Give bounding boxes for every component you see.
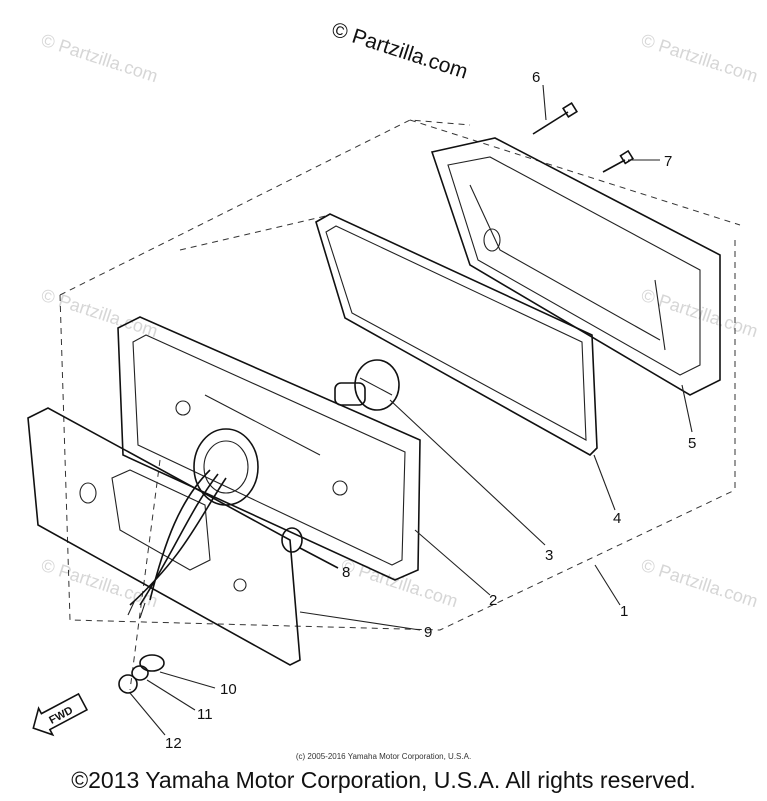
base-housing	[117, 316, 421, 581]
lens-gasket	[315, 213, 598, 456]
callout-12: 12	[165, 735, 182, 752]
callout-11: 11	[197, 706, 213, 723]
watermark: © Partzilla.com	[639, 555, 761, 612]
callout-4: 4	[613, 510, 621, 527]
watermark: © Partzilla.com	[39, 285, 161, 342]
callout-8: 8	[342, 564, 350, 581]
assembly-outline	[59, 119, 741, 691]
callout-7: 7	[664, 153, 672, 170]
callout-numbers: 6 7 5 4 3 2 1 8 9 10 11 12	[165, 69, 696, 752]
callout-5: 5	[688, 435, 696, 452]
callout-9: 9	[424, 624, 432, 641]
fwd-arrow: FWD	[32, 692, 89, 737]
leader-lines	[129, 84, 693, 736]
grommet	[281, 527, 339, 569]
nut-washers	[118, 654, 165, 694]
watermark: © Partzilla.com	[39, 30, 161, 87]
lens-housing	[430, 137, 721, 396]
wiring-harness	[127, 469, 227, 619]
footer-copyright: ©2013 Yamaha Motor Corporation, U.S.A. A…	[71, 767, 696, 793]
screws-top	[532, 102, 634, 173]
callout-3: 3	[545, 547, 553, 564]
bracket-plate	[27, 407, 301, 666]
small-credit: (c) 2005-2016 Yamaha Motor Corporation, …	[295, 752, 472, 761]
callout-6: 6	[532, 69, 540, 86]
bulb	[334, 359, 400, 411]
callout-1: 1	[620, 603, 628, 620]
watermark: © Partzilla.com	[639, 30, 761, 87]
callout-2: 2	[489, 592, 497, 609]
callout-10: 10	[220, 681, 237, 698]
